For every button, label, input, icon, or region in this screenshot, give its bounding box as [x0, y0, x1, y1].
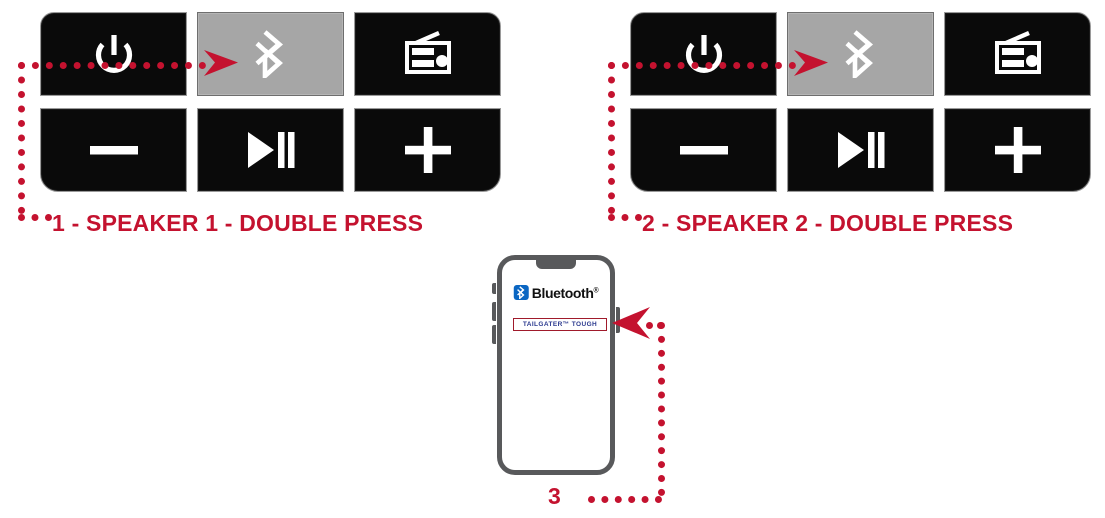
phone-connector-horizontal-top — [646, 322, 664, 329]
power-icon — [95, 35, 132, 73]
play-pause-icon — [247, 132, 294, 168]
phone-connector-horizontal-bottom — [588, 496, 662, 503]
phone-body: Bluetooth® TAILGATER™ TOUGH — [497, 255, 615, 475]
speaker-2-power-button[interactable] — [630, 12, 777, 96]
plus-icon — [404, 127, 451, 173]
radio-icon — [994, 31, 1041, 74]
speaker-2-play-pause-button[interactable] — [787, 108, 934, 192]
play-pause-icon — [837, 132, 884, 168]
speaker-2-volume-down-button[interactable] — [630, 108, 777, 192]
phone-volume-down-button[interactable] — [492, 325, 496, 344]
phone-notch — [536, 260, 576, 269]
speaker-2-keypad — [630, 12, 1093, 197]
speaker-2-connector-horizontal — [608, 62, 796, 69]
phone-device-name: TAILGATER™ TOUGH — [522, 321, 598, 328]
bluetooth-brand-logo: Bluetooth® — [513, 284, 599, 301]
speaker-1-connector-tail — [18, 214, 52, 221]
power-icon — [685, 35, 722, 73]
minus-icon — [89, 146, 138, 155]
speaker-2-volume-up-button[interactable] — [944, 108, 1091, 192]
speaker-1-figure — [18, 4, 503, 244]
speaker-1-connector-horizontal — [18, 62, 206, 69]
phone-mute-switch[interactable] — [492, 283, 496, 294]
bluetooth-glyph-icon — [517, 286, 525, 299]
phone-arrowhead-icon — [612, 307, 650, 339]
speaker-1-caption: 1 - SPEAKER 1 - DOUBLE PRESS — [52, 210, 424, 236]
speaker-1-play-pause-button[interactable] — [197, 108, 344, 192]
speaker-1-bluetooth-button[interactable] — [197, 12, 344, 96]
speaker-1-volume-down-button[interactable] — [40, 108, 187, 192]
speaker-2-caption: 2 - SPEAKER 2 - DOUBLE PRESS — [642, 210, 1014, 236]
phone-device-list-item[interactable]: TAILGATER™ TOUGH — [513, 318, 607, 331]
bluetooth-wordmark-text: Bluetooth — [531, 284, 594, 301]
bluetooth-wordmark: Bluetooth® — [531, 284, 599, 301]
phone-power-button[interactable] — [616, 307, 620, 333]
speaker-2-figure — [608, 4, 1093, 244]
speaker-2-radio-button[interactable] — [944, 12, 1091, 96]
bluetooth-icon — [254, 30, 283, 78]
speaker-2-arrowhead-icon — [794, 50, 828, 76]
speaker-2-bluetooth-button[interactable] — [787, 12, 934, 96]
speaker-2-connector-vertical — [608, 62, 615, 214]
bluetooth-badge-icon — [513, 285, 529, 300]
speaker-1-keypad — [40, 12, 503, 197]
speaker-1-volume-up-button[interactable] — [354, 108, 501, 192]
phone-volume-up-button[interactable] — [492, 302, 496, 321]
phone-connector-vertical — [658, 322, 665, 496]
bluetooth-icon — [844, 30, 873, 78]
speaker-1-power-button[interactable] — [40, 12, 187, 96]
bluetooth-trademark: ® — [593, 286, 599, 294]
phone-step-label: 3 — [548, 483, 561, 509]
phone-figure: Bluetooth® TAILGATER™ TOUGH — [492, 255, 620, 475]
minus-icon — [679, 146, 728, 155]
speaker-2-connector-tail — [608, 214, 642, 221]
radio-icon — [404, 31, 451, 74]
speaker-1-connector-vertical — [18, 62, 25, 214]
plus-icon — [994, 127, 1041, 173]
speaker-1-radio-button[interactable] — [354, 12, 501, 96]
speaker-1-arrowhead-icon — [204, 50, 238, 76]
